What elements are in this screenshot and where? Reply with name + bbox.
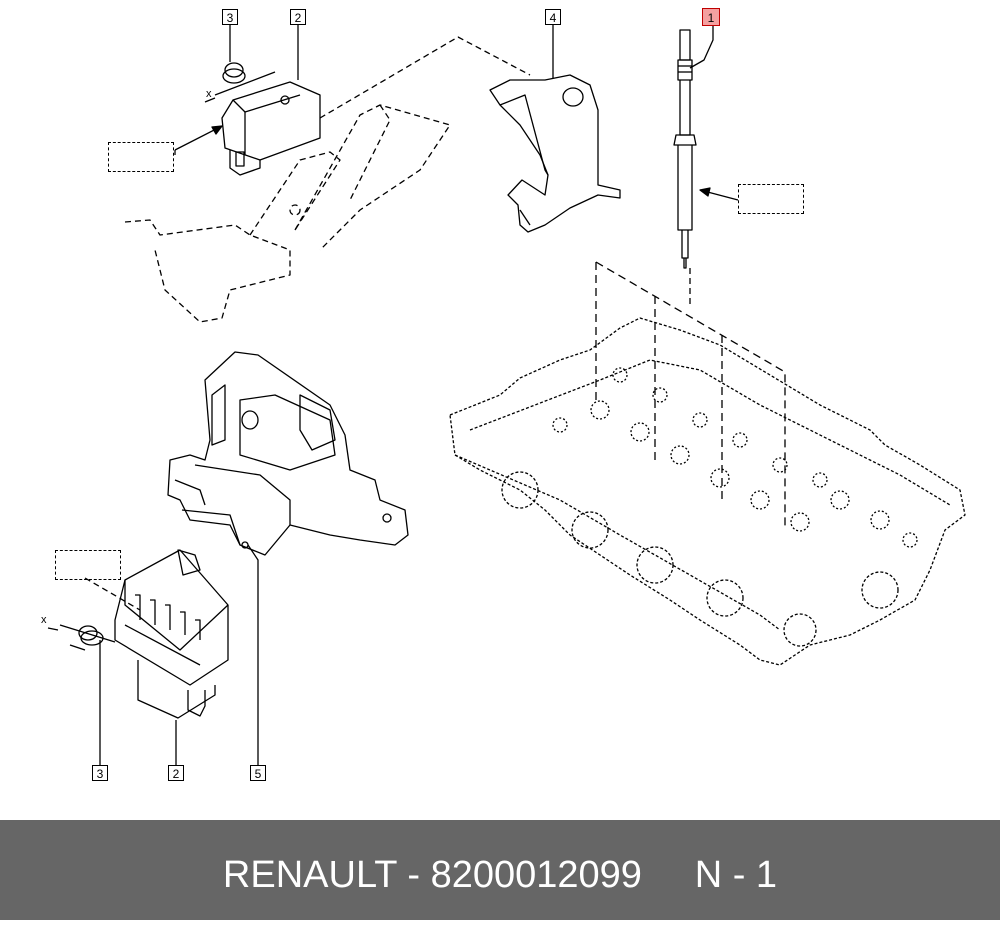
callout-2-bottom: 2 <box>168 765 184 781</box>
ref-leader-bottom <box>84 577 141 611</box>
caption-gap <box>642 854 695 896</box>
callout-5: 5 <box>250 765 266 781</box>
relay-bottom <box>114 549 229 719</box>
nut-top <box>204 62 276 103</box>
relay-top <box>221 81 321 176</box>
axis-label-x-bottom: x <box>41 614 47 626</box>
item-reference: N - 1 <box>694 854 778 896</box>
arrow-top-relay <box>174 125 223 151</box>
callout-3-bottom: 3 <box>92 765 108 781</box>
callout-2-top: 2 <box>290 9 306 25</box>
brand-name: RENAULT <box>222 854 397 896</box>
leader-lines <box>99 25 714 765</box>
bracket-top-dashed <box>124 36 531 323</box>
callout-4: 4 <box>545 9 561 25</box>
reference-box-glow-plug <box>738 184 804 214</box>
axis-label-x-top: x <box>206 88 212 100</box>
nut-bottom <box>47 624 116 651</box>
part-caption: RENAULT - 8200012099 N - 1 <box>0 820 1000 920</box>
cylinder-head <box>449 317 966 666</box>
callout-3-top: 3 <box>222 9 238 25</box>
reference-box-top-left <box>108 142 174 172</box>
footer-bar: RENAULT - 8200012099 N - 1 <box>0 820 1000 920</box>
glow-plug <box>673 29 739 305</box>
part-number: 8200012099 <box>430 854 642 896</box>
diagram-drawing <box>47 25 966 765</box>
cover-part <box>489 74 621 233</box>
bracket-part <box>167 351 409 556</box>
head-dashed-frame <box>595 261 786 530</box>
exploded-parts-diagram: x x 3 2 4 1 3 2 5 <box>41 8 966 781</box>
caption-separator: - <box>396 854 431 896</box>
callout-1-highlighted: 1 <box>702 8 720 26</box>
reference-box-bottom-left <box>55 550 121 580</box>
